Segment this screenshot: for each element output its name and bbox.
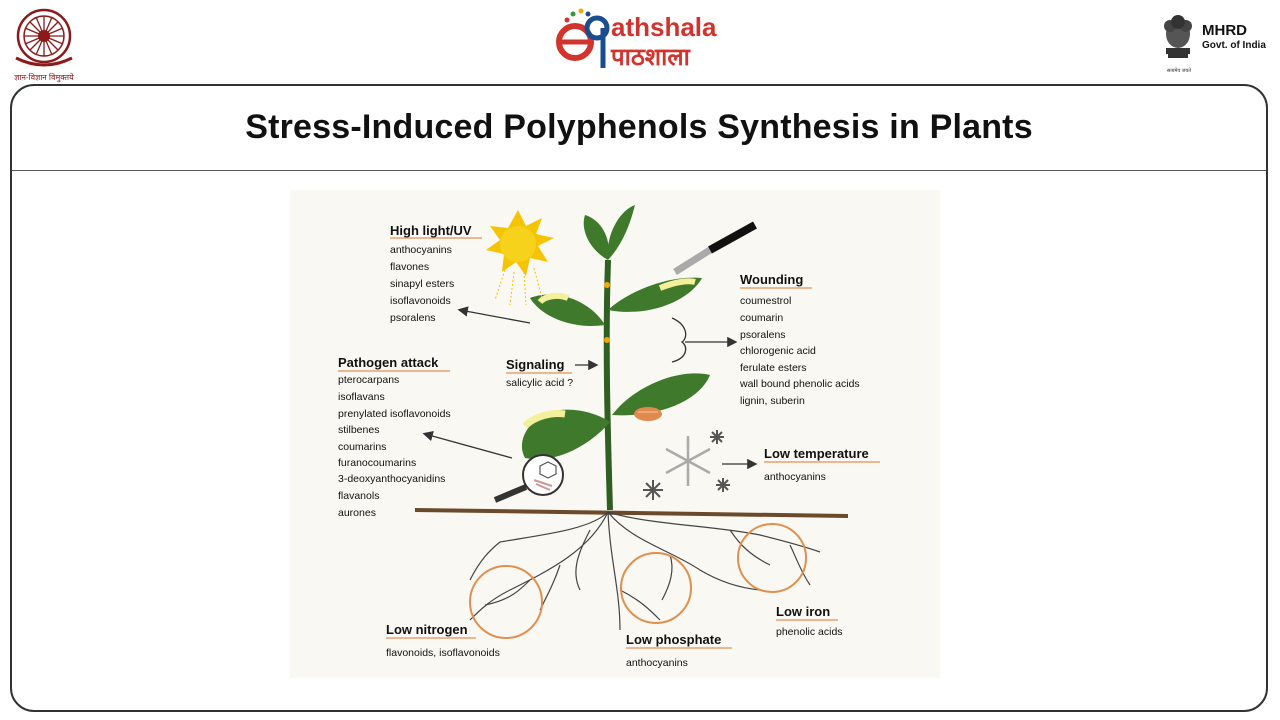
high-light-heading: High light/UV <box>390 223 472 238</box>
low-iron-item: phenolic acids <box>776 626 843 638</box>
knife-icon <box>673 221 757 275</box>
chakra-emblem-icon <box>15 8 73 67</box>
plant-leaves <box>521 205 710 460</box>
low-nitrogen-circle <box>469 565 543 639</box>
wounding-item: coumarin <box>740 312 783 324</box>
header: ज्ञान-विज्ञान विमुक्तये athshala पाठशाला… <box>0 0 1280 84</box>
plant-stress-diagram: High light/UV anthocyanins flavones sina… <box>290 190 940 678</box>
signaling-item: salicylic acid ? <box>506 377 573 389</box>
wounding-item: chlorogenic acid <box>740 345 816 357</box>
low-nitrogen-item: flavonoids, isoflavonoids <box>386 647 500 659</box>
wounding-item: psoralens <box>740 329 786 341</box>
wounding-item: ferulate esters <box>740 362 807 374</box>
university-logo: ज्ञान-विज्ञान विमुक्तये <box>8 6 80 82</box>
epathshala-title-hi: पाठशाला <box>611 43 690 71</box>
snowflake-icon <box>665 436 711 486</box>
university-motto: ज्ञान-विज्ञान विमुक्तये <box>14 73 74 82</box>
pathogen-item: furanocoumarins <box>338 457 416 469</box>
pathogen-item: 3-deoxyanthocyanidins <box>338 473 445 485</box>
high-light-item: anthocyanins <box>390 244 452 256</box>
high-light-item: psoralens <box>390 312 436 324</box>
wounding-item: lignin, suberin <box>740 395 805 407</box>
signaling-heading: Signaling <box>506 357 565 372</box>
mhrd-motto: सत्यमेव जयते <box>1166 68 1192 74</box>
soil-line <box>414 508 849 518</box>
slide-title: Stress-Induced Polyphenols Synthesis in … <box>245 108 1033 146</box>
diagram-arrows <box>422 306 758 470</box>
root-system <box>469 511 821 631</box>
slide-frame: Stress-Induced Polyphenols Synthesis in … <box>10 84 1268 712</box>
pathogen-heading: Pathogen attack <box>338 355 439 370</box>
pathogen-item: pterocarpans <box>338 374 399 386</box>
low-iron-heading: Low iron <box>776 604 830 619</box>
low-temperature-item: anthocyanins <box>764 471 826 483</box>
plant-illustration: High light/UV anthocyanins flavones sina… <box>338 205 880 669</box>
mhrd-title: MHRD <box>1202 22 1247 39</box>
high-light-item: isoflavonoids <box>390 295 451 307</box>
epathshala-title-en: athshala <box>611 12 717 42</box>
pathogen-item: isoflavans <box>338 391 385 403</box>
pathogen-item: aurones <box>338 507 376 519</box>
plant-stem <box>603 259 613 511</box>
pathogen-item: coumarins <box>338 441 386 453</box>
low-phosphate-item: anthocyanins <box>626 657 688 669</box>
wounding-item: coumestrol <box>740 295 791 307</box>
high-light-item: sinapyl esters <box>390 278 454 290</box>
low-iron-circle <box>737 523 807 593</box>
low-phosphate-circle <box>620 552 692 624</box>
sun-icon <box>486 210 554 306</box>
wounding-item: wall bound phenolic acids <box>739 378 860 390</box>
mhrd-subtitle: Govt. of India <box>1202 40 1266 51</box>
low-nitrogen-heading: Low nitrogen <box>386 622 468 637</box>
epathshala-e-icon <box>556 8 610 68</box>
caterpillar-icon <box>634 407 662 421</box>
pathogen-item: stilbenes <box>338 424 379 436</box>
wounding-heading: Wounding <box>740 272 803 287</box>
magnifier-icon <box>493 454 564 503</box>
national-emblem-icon <box>1164 15 1192 58</box>
epathshala-logo: athshala पाठशाला <box>553 6 743 72</box>
low-phosphate-heading: Low phosphate <box>626 632 721 647</box>
title-bar: Stress-Induced Polyphenols Synthesis in … <box>12 86 1266 171</box>
pathogen-item: flavanols <box>338 490 379 502</box>
high-light-item: flavones <box>390 261 429 273</box>
mhrd-logo: MHRD Govt. of India सत्यमेव जयते <box>1158 8 1273 80</box>
low-temperature-heading: Low temperature <box>764 446 869 461</box>
pathogen-item: prenylated isoflavonoids <box>338 408 451 420</box>
